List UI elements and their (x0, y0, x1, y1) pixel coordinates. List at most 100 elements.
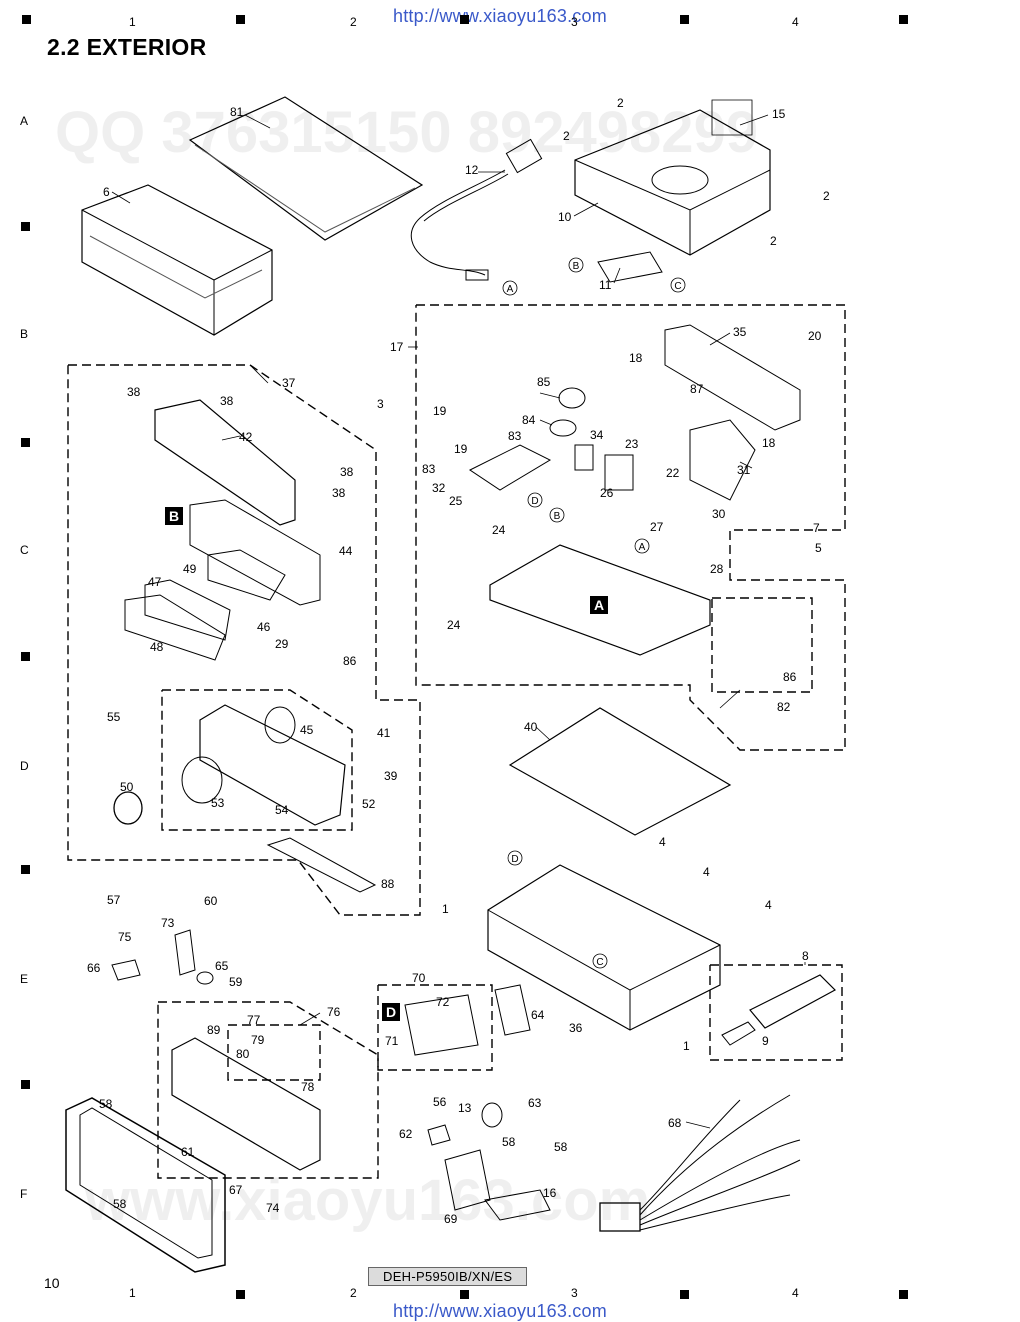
callout: 2 (770, 234, 777, 248)
callout: 24 (447, 618, 461, 632)
outline-86 (711, 597, 813, 693)
grid-col-4-top: 4 (792, 15, 799, 29)
callout: 42 (239, 430, 253, 444)
callout: 58 (502, 1135, 516, 1149)
model-number: DEH-P5950IB/XN/ES (368, 1267, 528, 1286)
outline-52 (161, 689, 353, 831)
grid-row-e: E (20, 972, 29, 986)
boxed-labels: B A D (165, 507, 608, 1021)
callout: 36 (569, 1021, 583, 1035)
callout: 2 (823, 189, 830, 203)
callout: 37 (282, 376, 296, 390)
part-A-board (489, 544, 711, 656)
callout: 8 (802, 949, 809, 963)
group-outlines (67, 304, 846, 1179)
outline-D (377, 984, 493, 1071)
part-74-bracket (444, 1149, 491, 1211)
callout: 58 (554, 1140, 568, 1154)
callout: 29 (275, 637, 289, 651)
outline-37 (67, 364, 421, 916)
grid-row-d: D (20, 759, 29, 773)
callout: 67 (229, 1183, 243, 1197)
callout: 20 (808, 329, 822, 343)
part-36-chassis (487, 864, 721, 1031)
part-59-gear (196, 971, 214, 985)
registration-mark (21, 1080, 30, 1089)
boxed-label-a: A (594, 597, 604, 613)
registration-mark (680, 1290, 689, 1299)
callout: 79 (251, 1033, 265, 1047)
part-43-ring (264, 706, 296, 744)
callout: 12 (465, 163, 479, 177)
callout: 30 (712, 507, 726, 521)
callout: 4 (703, 865, 710, 879)
grid-row-c: C (20, 543, 29, 557)
part-6-case (81, 184, 273, 336)
callout: 18 (629, 351, 643, 365)
callout: 27 (650, 520, 664, 534)
callout: 89 (207, 1023, 221, 1037)
part-73-bracket (174, 929, 196, 976)
callout: 65 (215, 959, 229, 973)
callout: 68 (668, 1116, 682, 1130)
watermark-url-top[interactable]: http://www.xiaoyu163.com (393, 6, 607, 26)
callout: 41 (377, 726, 391, 740)
callout: 6 (103, 185, 110, 199)
grid-col-2-top: 2 (350, 15, 357, 29)
registration-mark (22, 15, 31, 24)
part-85-knob (558, 387, 586, 409)
grid-col-4-bottom: 4 (792, 1286, 799, 1300)
callout: 57 (107, 893, 121, 907)
registration-mark (21, 652, 30, 661)
marker-c-2: C (596, 957, 603, 968)
part-34-connector (574, 444, 594, 471)
part-69-hook (481, 1102, 503, 1128)
callout: 38 (340, 465, 354, 479)
callout: 11 (599, 278, 612, 292)
part-31-bracket (689, 419, 756, 501)
part-33-gear (549, 419, 577, 437)
callout: 4 (765, 898, 772, 912)
callout: 54 (275, 803, 289, 817)
callout: 38 (127, 385, 141, 399)
callout: 22 (666, 466, 680, 480)
registration-mark (21, 438, 30, 447)
callout: 26 (600, 486, 614, 500)
callout: 17 (390, 340, 404, 354)
callout: 74 (266, 1201, 280, 1215)
callout: 19 (454, 442, 468, 456)
part-68-clip (427, 1124, 451, 1146)
part-82-sheet (508, 707, 732, 836)
part-49-lcd (207, 549, 286, 601)
callout: 46 (257, 620, 271, 634)
registration-mark (21, 865, 30, 874)
part-11-flex (597, 251, 663, 283)
callout: 70 (412, 971, 426, 985)
part-88-button-strip (266, 837, 377, 893)
grid-col-1-bottom: 1 (129, 1286, 136, 1300)
marker-a-1: A (507, 284, 514, 295)
grid-col-3-top: 3 (571, 15, 578, 29)
part-48-frame (124, 594, 226, 661)
callout: 18 (762, 436, 776, 450)
callout: 25 (449, 494, 463, 508)
registration-mark (680, 15, 689, 24)
watermark-url-bottom[interactable]: http://www.xiaoyu163.com (393, 1301, 607, 1321)
grid-col-2-bottom: 2 (350, 1286, 357, 1300)
callout: 87 (690, 382, 704, 396)
grid-row-a: A (20, 114, 29, 128)
marker-b-1: B (573, 261, 580, 272)
callout: 38 (332, 486, 346, 500)
grid-col-1-top: 1 (129, 15, 136, 29)
callout: 53 (211, 796, 225, 810)
callout: 34 (590, 428, 604, 442)
callout: 40 (524, 720, 538, 734)
callout: 35 (733, 325, 747, 339)
callout: 47 (148, 575, 162, 589)
part-42-board (154, 399, 296, 526)
part-13-harness (599, 1094, 801, 1232)
callout: 2 (617, 96, 624, 110)
part-8-remote (721, 974, 836, 1046)
boxed-label-d: D (386, 1004, 396, 1020)
